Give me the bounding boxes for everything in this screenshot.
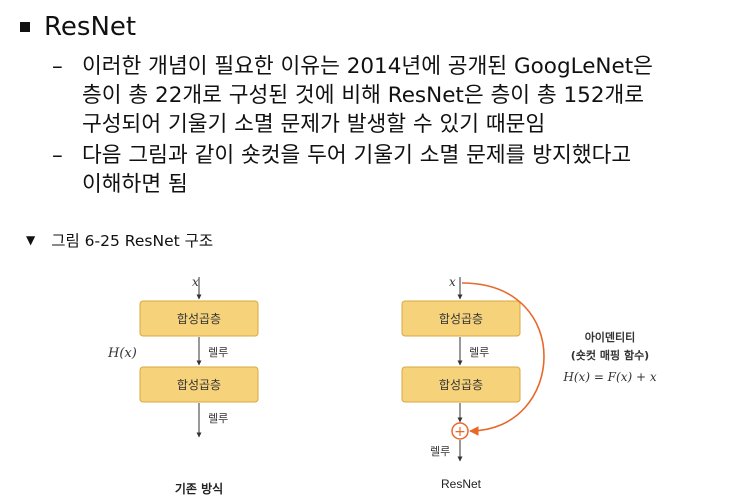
bullet-text-line: 이해하면 됨 xyxy=(82,172,188,197)
left-conv-block-2 xyxy=(139,366,259,403)
right-relu-label-1: 렐루 xyxy=(469,346,489,359)
resnet-network: x 합성곱층 렐루 합성곱층 + 렐루 아이덴티티 (숏컷 매핑 함수) H(x… xyxy=(401,275,657,491)
left-relu-label-1: 렐루 xyxy=(208,346,228,359)
section-title: ResNet xyxy=(44,12,137,42)
left-title: 기존 방식 xyxy=(175,481,223,496)
left-input-label: x xyxy=(192,275,199,289)
hx-label: H(x) xyxy=(107,346,137,361)
right-title: ResNet xyxy=(441,477,482,491)
section-heading: ResNet xyxy=(20,12,136,42)
right-conv-label-1: 합성곱층 xyxy=(439,312,483,326)
square-bullet-icon xyxy=(20,22,30,32)
right-conv-block-1 xyxy=(401,300,521,337)
triangle-down-icon: ▼ xyxy=(26,233,36,247)
bullet-point-1: –이러한 개념이 필요한 이유는 2014년에 공개된 GoogLeNet은 층… xyxy=(52,52,653,139)
right-conv-block-2 xyxy=(401,366,521,403)
resnet-diagram: x 합성곱층 H(x) 렐루 합성곱층 렐루 기존 방식 x 합성곱층 렐루 합… xyxy=(107,275,657,496)
formula-label: H(x) = F(x) + x xyxy=(562,370,656,384)
left-conv-label-1: 합성곱층 xyxy=(177,312,221,326)
bullet-text-line: 다음 그림과 같이 숏컷을 두어 기울기 소멸 문제를 방지했다고 xyxy=(82,143,632,168)
right-relu-label-2: 렐루 xyxy=(430,445,450,458)
right-input-label: x xyxy=(449,275,456,289)
caption-text: 그림 6-25 ResNet 구조 xyxy=(51,232,214,250)
bullet-point-2: –다음 그림과 같이 숏컷을 두어 기울기 소멸 문제를 방지했다고 이해하면 … xyxy=(52,141,631,199)
shortcut-label: (숏컷 매핑 함수) xyxy=(571,348,649,362)
bullet-text-line: 층이 총 22개로 구성된 것에 비해 ResNet은 층이 총 152개로 xyxy=(82,83,645,108)
add-node-icon xyxy=(451,422,469,440)
shortcut-arrow xyxy=(461,282,545,436)
right-conv-label-2: 합성곱층 xyxy=(439,378,483,392)
left-relu-label-2: 렐루 xyxy=(208,412,228,425)
dash-bullet-icon: – xyxy=(52,54,63,79)
plain-network: x 합성곱층 H(x) 렐루 합성곱층 렐루 기존 방식 xyxy=(107,275,259,496)
dash-bullet-icon: – xyxy=(52,143,63,168)
identity-label: 아이덴티티 xyxy=(585,330,636,344)
add-symbol: + xyxy=(454,424,466,440)
left-conv-label-2: 합성곱층 xyxy=(177,378,221,392)
left-conv-block-1 xyxy=(139,300,259,337)
figure-caption: ▼ 그림 6-25 ResNet 구조 xyxy=(26,229,213,251)
bullet-text-line: 구성되어 기울기 소멸 문제가 발생할 수 있기 때문임 xyxy=(82,112,546,137)
bullet-text-line: 이러한 개념이 필요한 이유는 2014년에 공개된 GoogLeNet은 xyxy=(82,54,653,79)
